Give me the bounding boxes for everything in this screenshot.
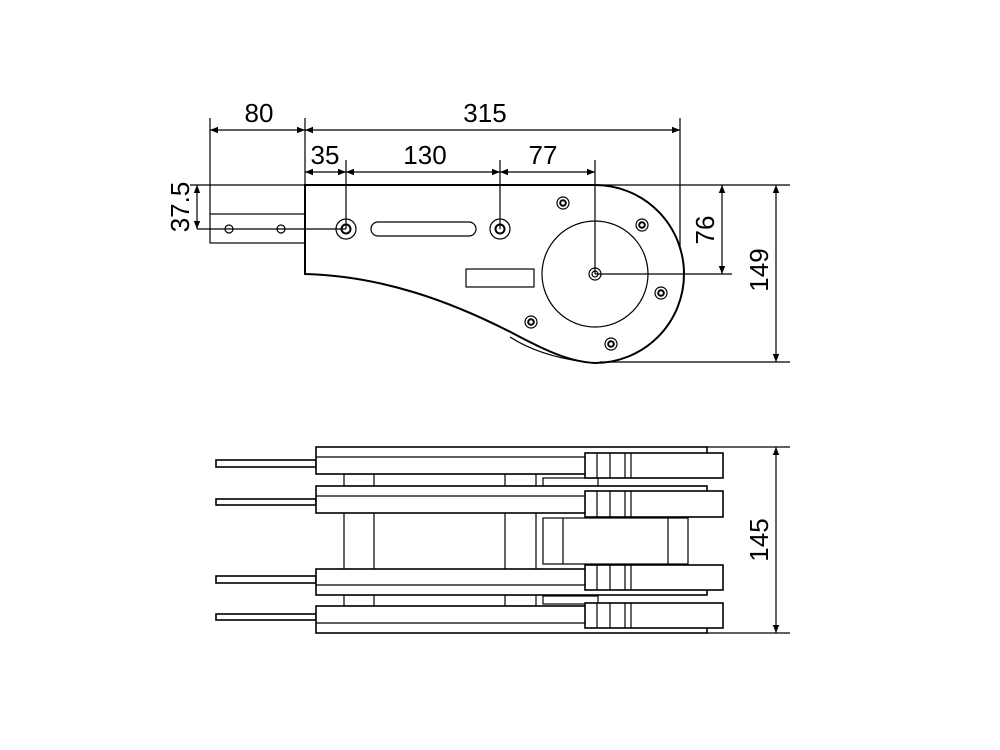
pulley — [584, 602, 724, 629]
arm-layer — [215, 564, 724, 596]
dim-overall-height: 149 — [744, 248, 774, 291]
arm-layer — [215, 446, 724, 479]
rod — [215, 575, 317, 584]
arm-layer — [215, 602, 724, 634]
dim-first-hole-offset: 35 — [311, 140, 340, 170]
bolt-hole — [604, 337, 618, 351]
dim-hole-spacing: 130 — [403, 140, 446, 170]
dim-overall-length: 315 — [463, 98, 506, 128]
rod — [215, 498, 317, 506]
adjustment-slot — [370, 221, 477, 237]
dim-hub-offset: 77 — [529, 140, 558, 170]
dimension-lines — [193, 126, 780, 362]
rod — [215, 613, 317, 621]
label-plate — [465, 268, 535, 288]
dim-hub-height: 76 — [690, 216, 720, 245]
dim-tab-height-offset: 37.5 — [165, 182, 195, 233]
bolt-hole — [654, 286, 668, 300]
dim-tab-length: 80 — [245, 98, 274, 128]
pulley — [584, 564, 724, 591]
bolt-hole — [556, 196, 570, 210]
pulley — [584, 490, 724, 518]
plate-outline — [304, 184, 685, 365]
bolt-hole — [635, 218, 649, 232]
bolt-holes — [524, 196, 668, 351]
top-view: 80 315 35 130 77 37.5 76 149 — [165, 98, 790, 365]
pulley — [584, 452, 724, 479]
bolt-hole — [524, 315, 538, 329]
rod — [215, 459, 317, 468]
side-view: 145 — [215, 446, 790, 634]
arm-layer — [215, 485, 724, 518]
extension-lines — [190, 118, 790, 363]
dim-overall-width: 145 — [744, 518, 774, 561]
